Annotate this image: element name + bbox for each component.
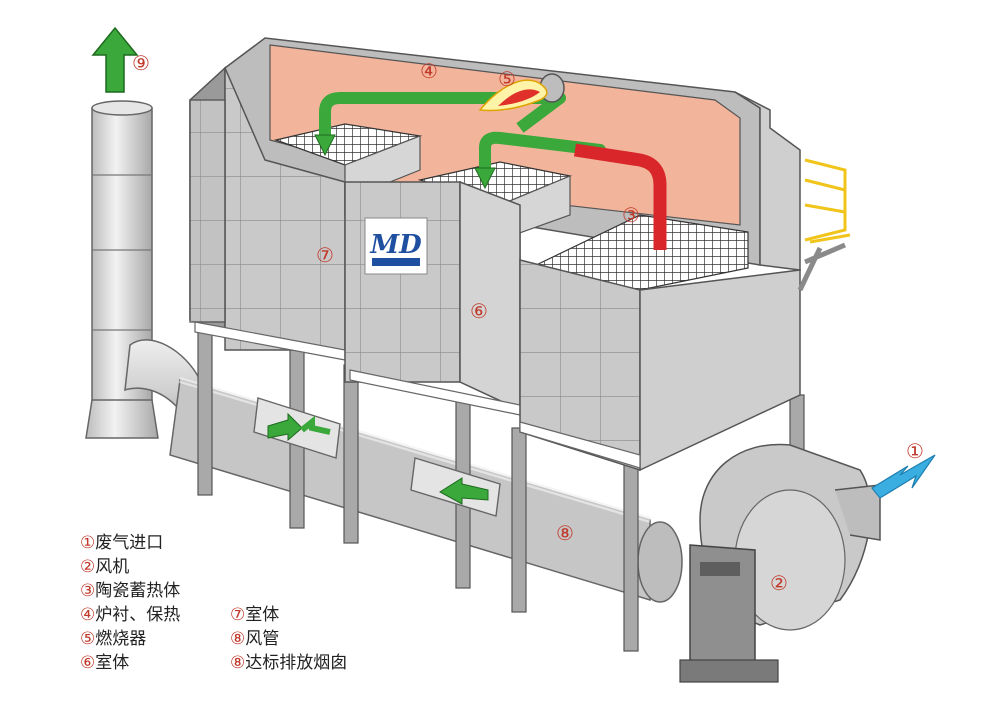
duct-damper-1	[253, 397, 341, 459]
burner	[478, 73, 565, 112]
flow-path	[314, 92, 667, 250]
marker-2: ②	[770, 571, 788, 595]
legend: ①废气进口 ②风机 ③陶瓷蓄热体 ④炉衬、保热 ⑤燃烧器 ⑥室体 ⑦室体 ⑧风管…	[80, 532, 400, 702]
legend-item: ⑦室体	[230, 605, 280, 625]
marker-3: ③	[622, 203, 640, 227]
service-platform	[797, 158, 851, 292]
legend-item: ①废气进口	[80, 533, 164, 553]
chamber-middle: MD	[344, 180, 521, 416]
legend-item: ②风机	[80, 557, 130, 577]
legend-item: ⑧达标排放烟囱	[230, 653, 348, 673]
green-flow-arrow-2	[479, 131, 606, 174]
marker-5: ⑤	[498, 67, 516, 91]
chimney	[85, 100, 159, 439]
arrow-up-icon	[91, 26, 139, 93]
chamber-right	[519, 259, 801, 472]
marker-9: ⑨	[132, 51, 150, 75]
red-flow-arrow	[574, 143, 667, 250]
green-flow-arrow-1	[319, 92, 566, 146]
marker-7: ⑦	[316, 243, 334, 267]
arrow-left-down-icon	[871, 454, 936, 499]
legend-item: ⑧风管	[230, 629, 280, 649]
marker-4: ④	[420, 59, 438, 83]
duct-damper-2	[410, 457, 501, 517]
fan	[679, 443, 881, 683]
legend-item: ⑥室体	[80, 653, 130, 673]
marker-1: ①	[906, 439, 924, 463]
legend-item: ③陶瓷蓄热体	[80, 581, 181, 601]
brand-logo-text: MD	[369, 230, 422, 260]
marker-6: ⑥	[470, 299, 488, 323]
legend-item: ⑤燃烧器	[80, 629, 147, 649]
marker-8: ⑧	[556, 521, 574, 545]
legend-item: ④炉衬、保热	[80, 605, 181, 625]
